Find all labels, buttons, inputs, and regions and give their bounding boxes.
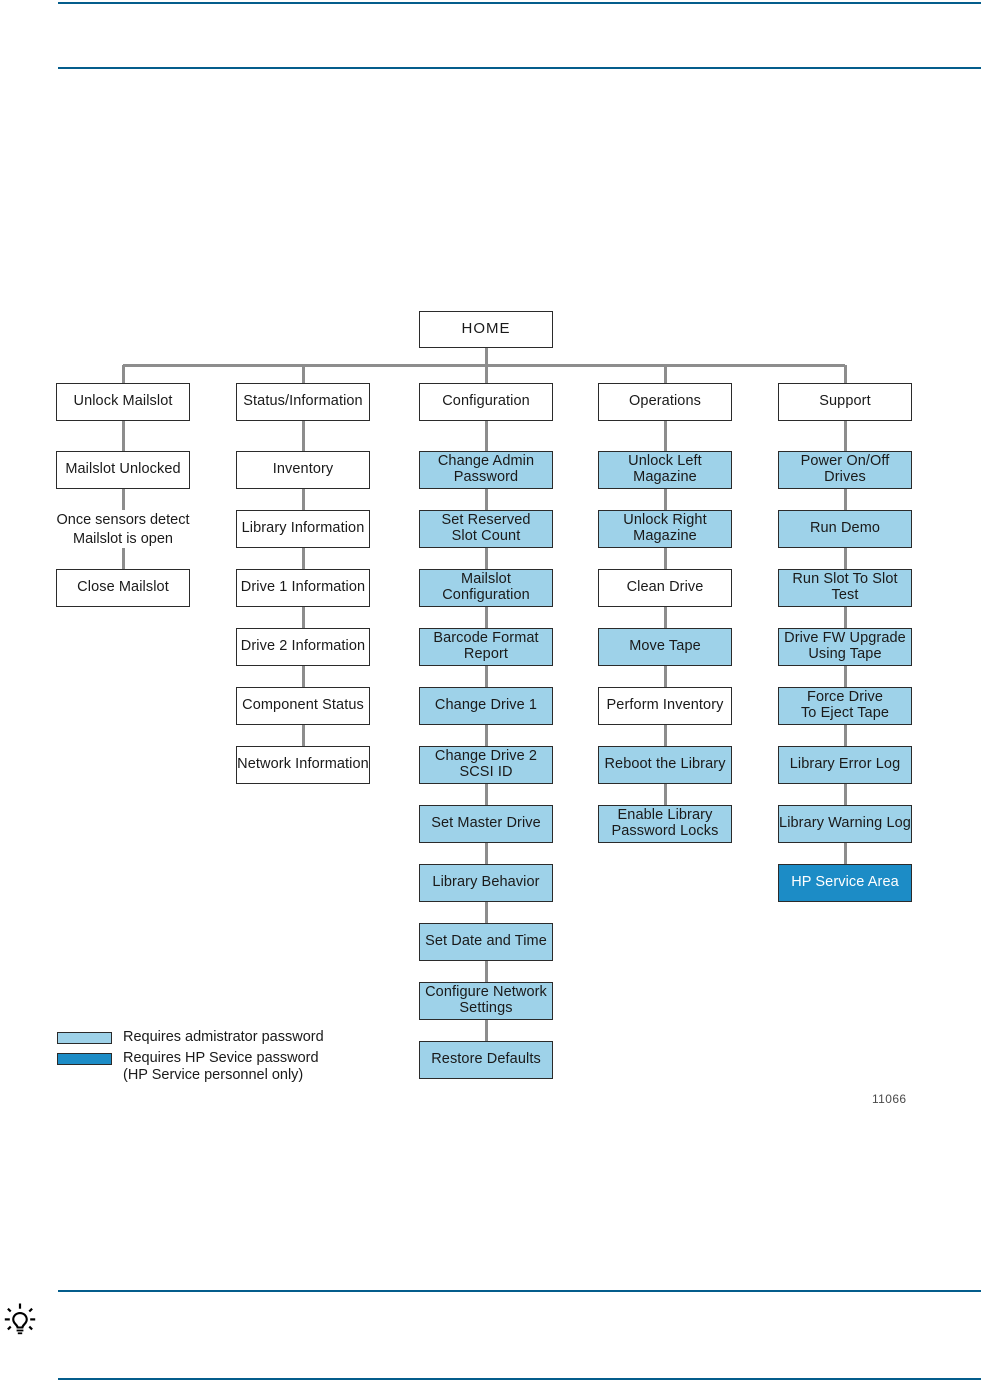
connector-support-4 bbox=[843, 666, 847, 687]
connector-bus bbox=[123, 363, 845, 367]
node-support-item-4[interactable]: Force Drive To Eject Tape bbox=[778, 687, 912, 725]
connector-status-information-0 bbox=[301, 421, 305, 451]
node-configuration-item-8[interactable]: Set Date and Time bbox=[419, 923, 553, 961]
node-operations-item-4[interactable]: Perform Inventory bbox=[598, 687, 732, 725]
node-operations-item-3[interactable]: Move Tape bbox=[598, 628, 732, 666]
node-configuration-header[interactable]: Configuration bbox=[419, 383, 553, 421]
node-configuration-item-3[interactable]: Barcode Format Report bbox=[419, 628, 553, 666]
connector-configuration-1 bbox=[484, 489, 488, 510]
connector-support-7 bbox=[843, 843, 847, 864]
node-support-item-6[interactable]: Library Warning Log bbox=[778, 805, 912, 843]
legend-label: Requires admistrator password bbox=[123, 1029, 324, 1045]
connector-home-to-bus bbox=[484, 348, 488, 365]
node-configuration-item-5[interactable]: Change Drive 2 SCSI ID bbox=[419, 746, 553, 784]
connector-operations-1 bbox=[663, 489, 667, 510]
connector-configuration-4 bbox=[484, 666, 488, 687]
connector-bus-to-status-information bbox=[301, 365, 305, 383]
node-status-information-item-3[interactable]: Drive 2 Information bbox=[236, 628, 370, 666]
connector-configuration-10 bbox=[484, 1020, 488, 1041]
node-status-information-item-0[interactable]: Inventory bbox=[236, 451, 370, 489]
node-configuration-item-4[interactable]: Change Drive 1 bbox=[419, 687, 553, 725]
node-unlock-mailslot-item-0[interactable]: Mailslot Unlocked bbox=[56, 451, 190, 489]
connector-support-0 bbox=[843, 421, 847, 451]
connector-configuration-5 bbox=[484, 725, 488, 746]
connector-support-1 bbox=[843, 489, 847, 510]
connector-support-5 bbox=[843, 725, 847, 746]
connector-operations-4 bbox=[663, 666, 667, 687]
connector-support-6 bbox=[843, 784, 847, 805]
node-configuration-item-10[interactable]: Restore Defaults bbox=[419, 1041, 553, 1079]
node-home[interactable]: HOME bbox=[419, 311, 553, 348]
connector-operations-5 bbox=[663, 725, 667, 746]
connector-configuration-6 bbox=[484, 784, 488, 805]
node-operations-item-2[interactable]: Clean Drive bbox=[598, 569, 732, 607]
node-configuration-item-2[interactable]: Mailslot Configuration bbox=[419, 569, 553, 607]
connector-status-information-2 bbox=[301, 548, 305, 569]
connector-support-3 bbox=[843, 607, 847, 628]
legend-row: Requires admistrator password bbox=[57, 1029, 377, 1047]
page-rule-bottom-inner bbox=[58, 1290, 981, 1292]
connector-unlock-mailslot-2 bbox=[121, 548, 125, 569]
connector-operations-6 bbox=[663, 784, 667, 805]
connector-operations-2 bbox=[663, 548, 667, 569]
node-support-item-0[interactable]: Power On/Off Drives bbox=[778, 451, 912, 489]
connector-status-information-5 bbox=[301, 725, 305, 746]
connector-configuration-3 bbox=[484, 607, 488, 628]
connector-operations-0 bbox=[663, 421, 667, 451]
legend-row: Requires HP Sevice password (HP Service … bbox=[57, 1050, 377, 1085]
node-support-header[interactable]: Support bbox=[778, 383, 912, 421]
connector-configuration-9 bbox=[484, 961, 488, 982]
connector-status-information-1 bbox=[301, 489, 305, 510]
node-support-item-5[interactable]: Library Error Log bbox=[778, 746, 912, 784]
connector-unlock-mailslot-0 bbox=[121, 421, 125, 451]
node-configuration-item-0[interactable]: Change Admin Password bbox=[419, 451, 553, 489]
node-operations-item-6[interactable]: Enable Library Password Locks bbox=[598, 805, 732, 843]
note-unlock-mailslot-1: Once sensors detect Mailslot is open bbox=[56, 512, 190, 547]
node-operations-item-5[interactable]: Reboot the Library bbox=[598, 746, 732, 784]
node-operations-item-0[interactable]: Unlock Left Magazine bbox=[598, 451, 732, 489]
connector-configuration-8 bbox=[484, 902, 488, 923]
node-support-item-3[interactable]: Drive FW Upgrade Using Tape bbox=[778, 628, 912, 666]
connector-bus-to-support bbox=[843, 365, 847, 383]
lightbulb-tip-icon bbox=[4, 1303, 36, 1335]
connector-unlock-mailslot-1 bbox=[121, 489, 125, 510]
node-status-information-item-2[interactable]: Drive 1 Information bbox=[236, 569, 370, 607]
legend-swatch-admin bbox=[57, 1032, 112, 1044]
node-support-item-7[interactable]: HP Service Area bbox=[778, 864, 912, 902]
legend-swatch-service bbox=[57, 1052, 112, 1065]
connector-bus-to-unlock-mailslot bbox=[121, 365, 125, 383]
node-operations-item-1[interactable]: Unlock Right Magazine bbox=[598, 510, 732, 548]
connector-bus-to-configuration bbox=[484, 365, 488, 383]
connector-configuration-0 bbox=[484, 421, 488, 451]
node-unlock-mailslot-item-2[interactable]: Close Mailslot bbox=[56, 569, 190, 607]
node-status-information-item-4[interactable]: Component Status bbox=[236, 687, 370, 725]
node-support-item-1[interactable]: Run Demo bbox=[778, 510, 912, 548]
node-operations-header[interactable]: Operations bbox=[598, 383, 732, 421]
connector-configuration-2 bbox=[484, 548, 488, 569]
node-configuration-item-7[interactable]: Library Behavior bbox=[419, 864, 553, 902]
node-unlock-mailslot-header[interactable]: Unlock Mailslot bbox=[56, 383, 190, 421]
node-support-item-2[interactable]: Run Slot To Slot Test bbox=[778, 569, 912, 607]
page-rule-bottom-outer bbox=[58, 1378, 981, 1380]
page-rule-top-outer bbox=[58, 2, 981, 4]
connector-configuration-7 bbox=[484, 843, 488, 864]
node-configuration-item-6[interactable]: Set Master Drive bbox=[419, 805, 553, 843]
connector-support-2 bbox=[843, 548, 847, 569]
node-status-information-item-5[interactable]: Network Information bbox=[236, 746, 370, 784]
figure-id-label: 11066 bbox=[872, 1092, 907, 1106]
connector-status-information-4 bbox=[301, 666, 305, 687]
page-rule-top-inner bbox=[58, 67, 981, 69]
node-configuration-item-9[interactable]: Configure Network Settings bbox=[419, 982, 553, 1020]
legend-label: Requires HP Sevice password (HP Service … bbox=[123, 1049, 319, 1084]
connector-bus-to-operations bbox=[663, 365, 667, 383]
node-configuration-item-1[interactable]: Set Reserved Slot Count bbox=[419, 510, 553, 548]
connector-operations-3 bbox=[663, 607, 667, 628]
node-status-information-header[interactable]: Status/Information bbox=[236, 383, 370, 421]
connector-status-information-3 bbox=[301, 607, 305, 628]
node-status-information-item-1[interactable]: Library Information bbox=[236, 510, 370, 548]
